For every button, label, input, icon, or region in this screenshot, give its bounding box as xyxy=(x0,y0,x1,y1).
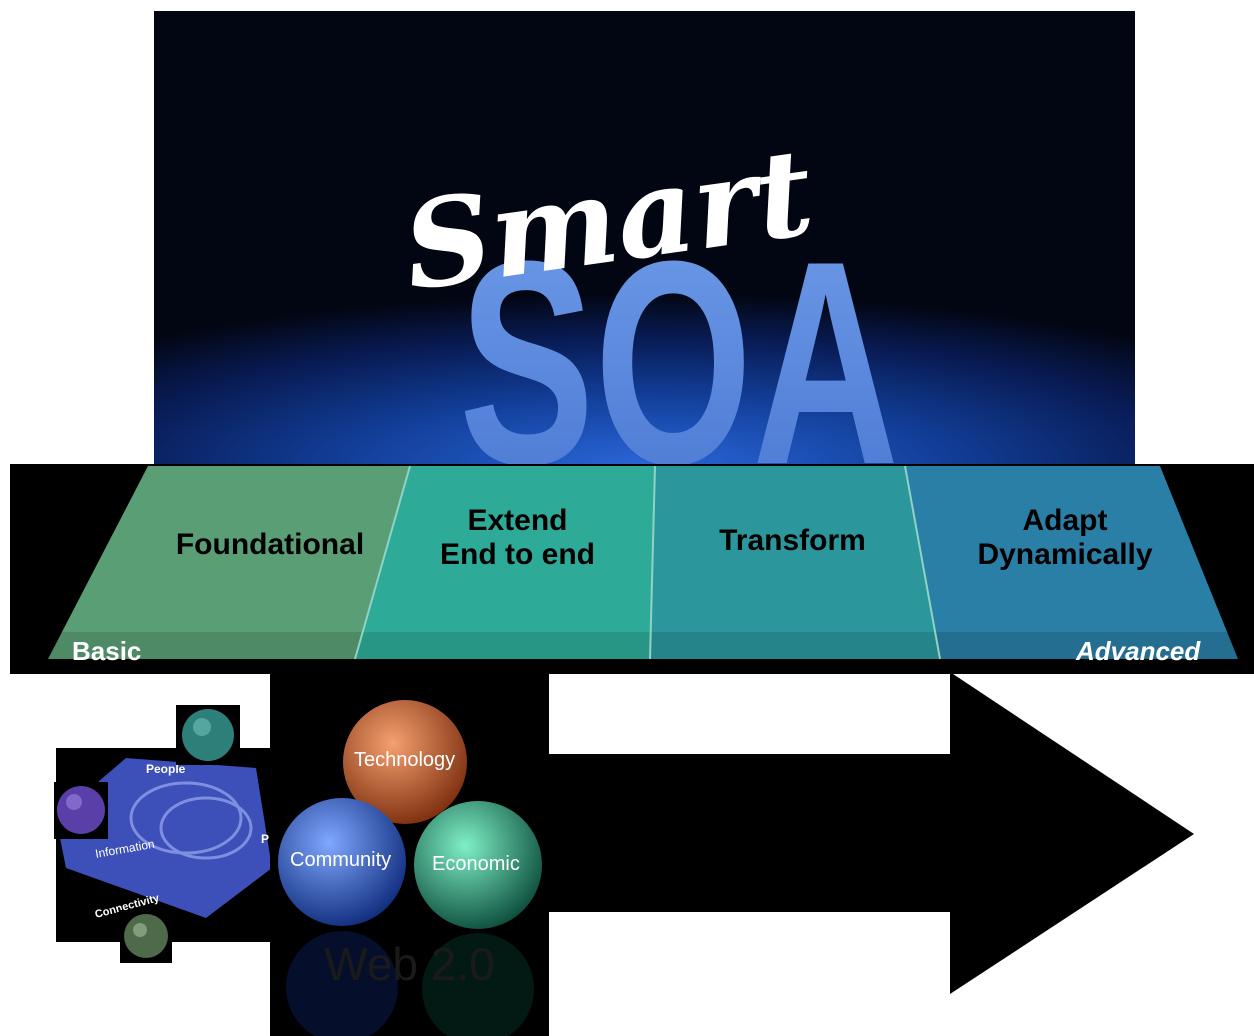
web-2-0-caption: Web 2.0 xyxy=(324,938,495,990)
stage-label-adapt: Adapt Dynamically xyxy=(977,504,1153,571)
band-base-strip xyxy=(48,632,1238,670)
ring-shape xyxy=(159,796,253,860)
economic-label: Economic xyxy=(432,853,520,875)
technology-sphere xyxy=(343,700,467,824)
purple-globe-tile xyxy=(54,782,108,839)
stage-label-transform: Transform xyxy=(719,524,866,557)
teal-globe-tile xyxy=(176,705,240,765)
economic-sphere xyxy=(414,801,542,929)
stage-label-foundational: Foundational xyxy=(175,528,365,561)
ring-shape xyxy=(129,781,243,855)
economic-reflection xyxy=(422,933,534,1036)
teal-globe-icon xyxy=(182,709,234,761)
purple-globe-icon xyxy=(57,786,105,834)
stage-divider xyxy=(904,465,941,660)
progress-arrow xyxy=(549,672,1194,994)
stage-segment-adapt xyxy=(905,466,1238,659)
maturity-band-graphic xyxy=(48,465,1238,670)
people-label: People xyxy=(146,762,186,776)
maturity-band: Foundational Extend End to end Transform… xyxy=(10,464,1254,674)
people-information-graphic: People Information Connectivity P xyxy=(56,748,272,942)
smart-soa-logo: SOA Smart xyxy=(395,122,899,466)
community-sphere xyxy=(278,798,406,926)
partial-label: P xyxy=(261,832,269,846)
logo-main-text: SOA xyxy=(459,201,899,466)
green-globe-tile xyxy=(120,910,172,963)
technology-label: Technology xyxy=(354,749,456,771)
smart-soa-hero: SOA Smart xyxy=(154,11,1135,466)
axis-end-label: Advanced xyxy=(1076,636,1201,666)
stage-label-extend: Extend End to end xyxy=(440,504,595,571)
stage-divider xyxy=(354,465,411,660)
arrow-shape xyxy=(549,672,1194,994)
stage-segment-transform xyxy=(650,466,940,659)
stage-divider xyxy=(649,465,656,660)
web-2-0-graphic: Technology Community Economic Web 2.0 xyxy=(270,667,549,1036)
community-label: Community xyxy=(290,849,392,871)
community-reflection xyxy=(286,931,398,1036)
web-spheres-diagram xyxy=(278,700,542,1036)
green-globe-icon xyxy=(124,914,168,958)
people-information-diagram: People Information Connectivity P xyxy=(56,758,272,921)
stage-segment-extend xyxy=(355,466,655,659)
axis-start-label: Basic xyxy=(72,636,142,666)
stage-segment-foundational xyxy=(48,466,410,659)
